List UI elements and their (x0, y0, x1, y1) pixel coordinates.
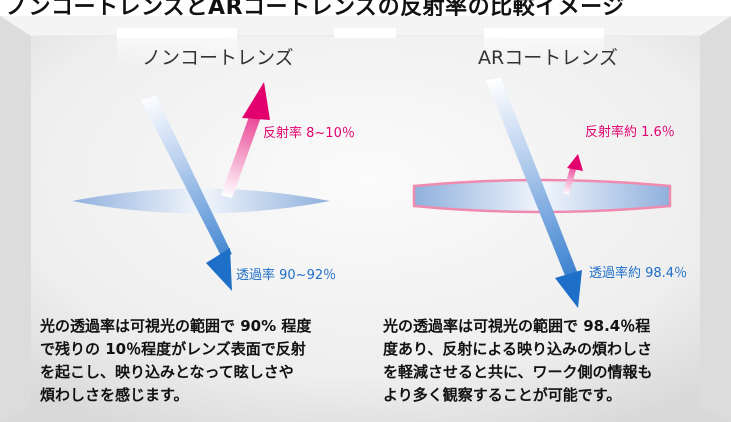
right-incident-ray (486, 78, 578, 278)
left-description: 光の透過率は可視光の範囲で 90% 程度 で残りの 10％程度がレンズ表面で反射… (40, 317, 312, 404)
right-transmit-arrowhead (555, 270, 582, 308)
right-transmit-label: 透過率約 98.4％ (589, 266, 688, 281)
right-reflect-arrowhead (567, 154, 583, 171)
page-title: ノンコートレンズとARコートレンズの反射率の比較イメージ (6, 0, 625, 16)
left-incident-ray (141, 96, 232, 258)
left-reflect-label: 反射率 8~10％ (263, 126, 355, 141)
header-strip: ノンコートレンズとARコートレンズの反射率の比較イメージ (0, 0, 731, 16)
left-reflect-arrowhead (242, 82, 270, 120)
left-transmit-arrowhead (206, 248, 232, 291)
right-panel-title: ARコートレンズ (478, 47, 618, 69)
right-reflect-ray (563, 164, 577, 195)
lens-comparison-diagram: ノンコートレンズ 反射率 8~10％ 透過率 90~92％ 光の透過率は可視光の… (0, 16, 731, 422)
right-description: 光の透過率は可視光の範囲で 98.4％程 度あり、反射による映り込みの煩わしさ … (383, 317, 653, 404)
room-background (0, 16, 731, 422)
right-reflect-label: 反射率約 1.6％ (585, 125, 675, 140)
left-panel-title: ノンコートレンズ (142, 47, 294, 69)
left-transmit-label: 透過率 90~92％ (236, 268, 337, 283)
left-reflect-ray (221, 111, 262, 198)
